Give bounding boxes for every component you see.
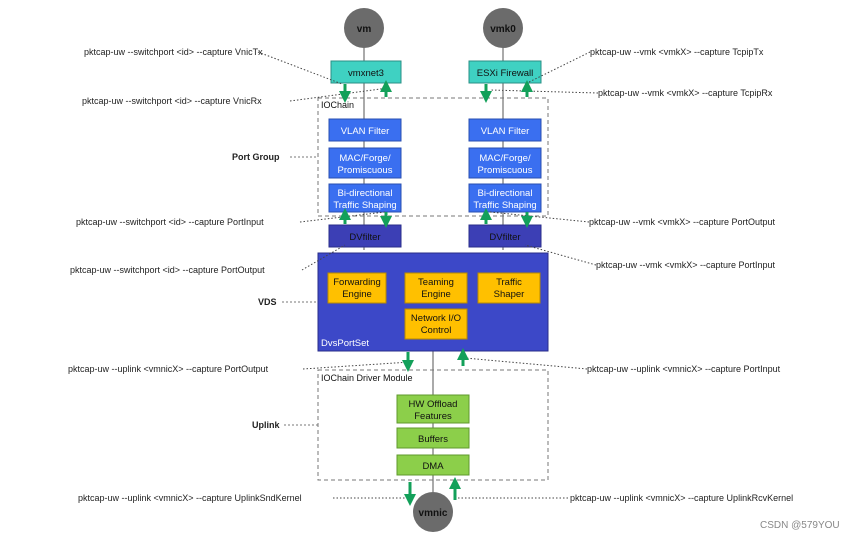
right-mac-label-2: Promiscuous [478,165,533,176]
right-vlan-filter-label: VLAN Filter [481,126,530,137]
network-io-control-box [404,308,468,340]
teaming-label-1: Teaming [418,277,454,288]
uplink-port-output-leader [302,361,411,370]
vmnic-node-label: vmnic [419,508,448,519]
right-port-output-capture-label: pktcap-uw --vmk <vmkX> --capture PortOut… [589,217,776,227]
port-group-label: Port Group [232,152,280,162]
uplink-rcv-kernel-capture-label: pktcap-uw --uplink <vmnicX> --capture Up… [570,493,793,503]
right-shaping-label-1: Bi-directional [478,188,533,199]
forwarding-label-1: Forwarding [333,277,381,288]
hw-offload-box [396,394,470,424]
shaper-label-1: Traffic [496,277,522,288]
buffers-box [396,427,470,449]
left-dvfilter-label: DVfilter [349,232,380,243]
right-port-input-capture-label: pktcap-uw --vmk <vmkX> --capture PortInp… [596,260,776,270]
tcpip-rx-leader [489,89,599,94]
left-dvfilter-box [328,224,402,248]
vmxnet3-label: vmxnet3 [348,68,384,79]
forwarding-engine-box [327,272,387,304]
iochain-label: IOChain [321,100,354,110]
right-dvfilter-label: DVfilter [489,232,520,243]
vnic-tx-capture-label: pktcap-uw --switchport <id> --capture Vn… [84,47,263,57]
left-port-input-leader [299,211,386,223]
vds-label: VDS [258,297,277,307]
left-shaping-box [328,183,402,213]
uplink-port-input-capture-label: pktcap-uw --uplink <vmnicX> --capture Po… [587,364,781,374]
vnic-tx-leader [257,51,343,85]
teaming-label-2: Engine [421,289,451,300]
left-port-output-leader [301,244,346,271]
left-port-input-capture-label: pktcap-uw --switchport <id> --capture Po… [76,217,264,227]
dma-box [396,454,470,476]
left-vlan-filter-label: VLAN Filter [341,126,390,137]
left-port-output-capture-label: pktcap-uw --switchport <id> --capture Po… [70,265,265,275]
left-vlan-filter-box [328,118,402,142]
left-shaping-label-2: Traffic Shaping [333,200,396,211]
traffic-shaper-box [477,272,541,304]
right-mac-label-1: MAC/Forge/ [479,153,531,164]
left-mac-label-2: Promiscuous [338,165,393,176]
vmnic-node [413,492,453,532]
vmk0-node [483,8,523,48]
vmk0-node-label: vmk0 [490,24,516,35]
left-mac-box [328,147,402,179]
right-dvfilter-box [468,224,542,248]
dma-label: DMA [422,461,444,472]
uplink-port-output-capture-label: pktcap-uw --uplink <vmnicX> --capture Po… [68,364,269,374]
uplink-label: Uplink [252,420,280,430]
vnic-rx-capture-label: pktcap-uw --switchport <id> --capture Vn… [82,96,262,106]
tcpip-rx-capture-label: pktcap-uw --vmk <vmkX> --capture TcpipRx [598,88,773,98]
left-shaping-label-1: Bi-directional [338,188,393,199]
right-port-output-leader [489,211,590,223]
nioc-label-1: Network I/O [411,313,461,324]
right-shaping-box [468,183,542,213]
watermark: CSDN @579YOU [760,520,840,531]
iochain-driver-label: IOChain Driver Module [321,373,413,383]
vmxnet3-box [330,60,402,84]
hw-offload-label-2: Features [414,411,452,422]
nioc-label-2: Control [421,325,452,336]
shaper-label-2: Shaper [494,289,525,300]
hw-offload-label-1: HW Offload [409,399,458,410]
dvs-portset-label: DvsPortSet [321,338,369,349]
uplink-port-input-leader [464,357,588,370]
esxi-firewall-label: ESXi Firewall [477,68,534,79]
tcpip-tx-leader [524,51,591,85]
esxi-firewall-box [468,60,542,84]
tcpip-tx-capture-label: pktcap-uw --vmk <vmkX> --capture TcpipTx [590,47,764,57]
vm-node-label: vm [357,24,372,35]
right-mac-box [468,147,542,179]
right-vlan-filter-box [468,118,542,142]
buffers-label: Buffers [418,434,448,445]
right-shaping-label-2: Traffic Shaping [473,200,536,211]
vm-node [344,8,384,48]
iochain-region [317,97,549,217]
forwarding-label-2: Engine [342,289,372,300]
left-mac-label-1: MAC/Forge/ [339,153,391,164]
uplink-snd-kernel-capture-label: pktcap-uw --uplink <vmnicX> --capture Up… [78,493,302,503]
teaming-engine-box [404,272,468,304]
